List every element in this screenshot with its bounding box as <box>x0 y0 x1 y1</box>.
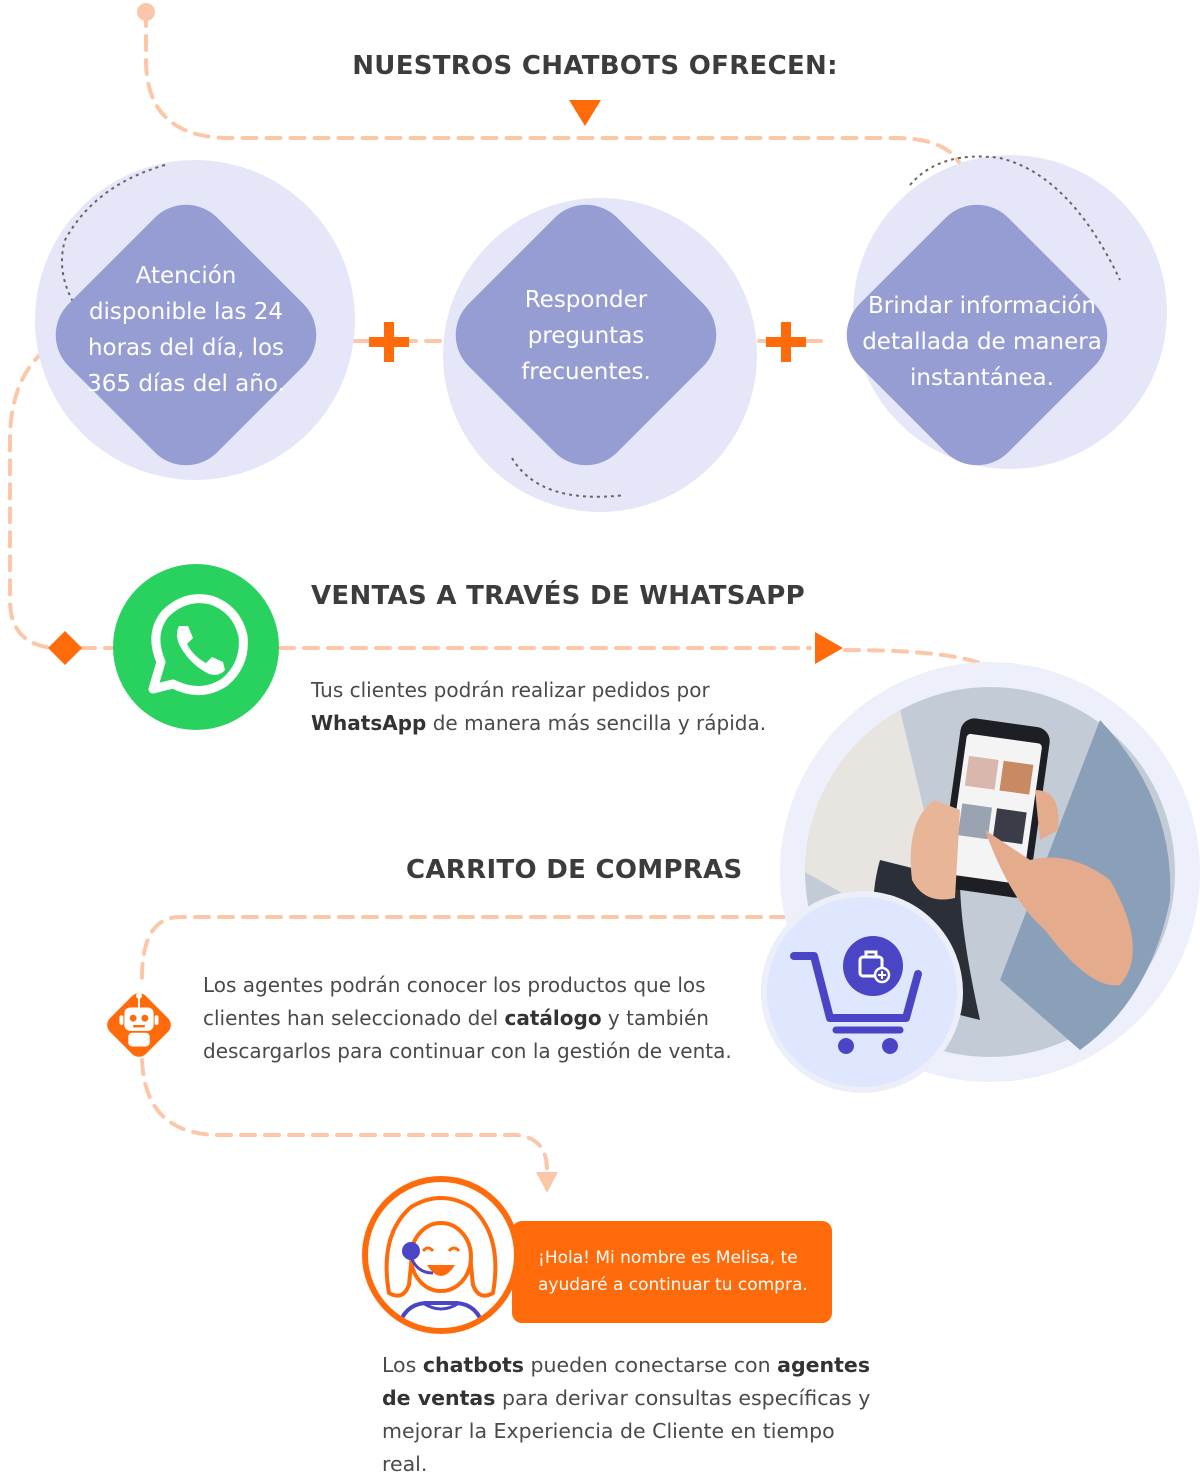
feature-faq-text: Responder preguntas frecuentes. <box>521 287 651 385</box>
whatsapp-title: VENTAS A TRAVÉS DE WHATSAPP <box>311 581 805 611</box>
whatsapp-icon <box>113 564 279 730</box>
whatsapp-description: Tus clientes podrán realizar pedidos por… <box>311 678 767 735</box>
cart-description: Los agentes podrán conocer los productos… <box>203 973 732 1063</box>
agent-greeting: ¡Hola! Mi nombre es Melisa, te ayudaré a… <box>538 1248 808 1295</box>
page-title: NUESTROS CHATBOTS OFRECEN: <box>352 51 838 81</box>
plus-icon <box>369 322 409 362</box>
agent-speech-bubble: ¡Hola! Mi nombre es Melisa, te ayudaré a… <box>512 1221 832 1323</box>
feature-availability-text: Atención disponible las 24 horas del día… <box>87 263 285 397</box>
agent-description: Los chatbots pueden conectarse con agent… <box>382 1353 871 1476</box>
cart-title: CARRITO DE COMPRAS <box>406 855 743 885</box>
plus-icon <box>766 322 806 362</box>
agent-avatar-icon <box>362 1176 520 1334</box>
shopping-cart-icon <box>790 936 922 1054</box>
robot-icon <box>107 992 171 1057</box>
feature-info-text: Brindar información detallada de manera … <box>862 293 1102 391</box>
